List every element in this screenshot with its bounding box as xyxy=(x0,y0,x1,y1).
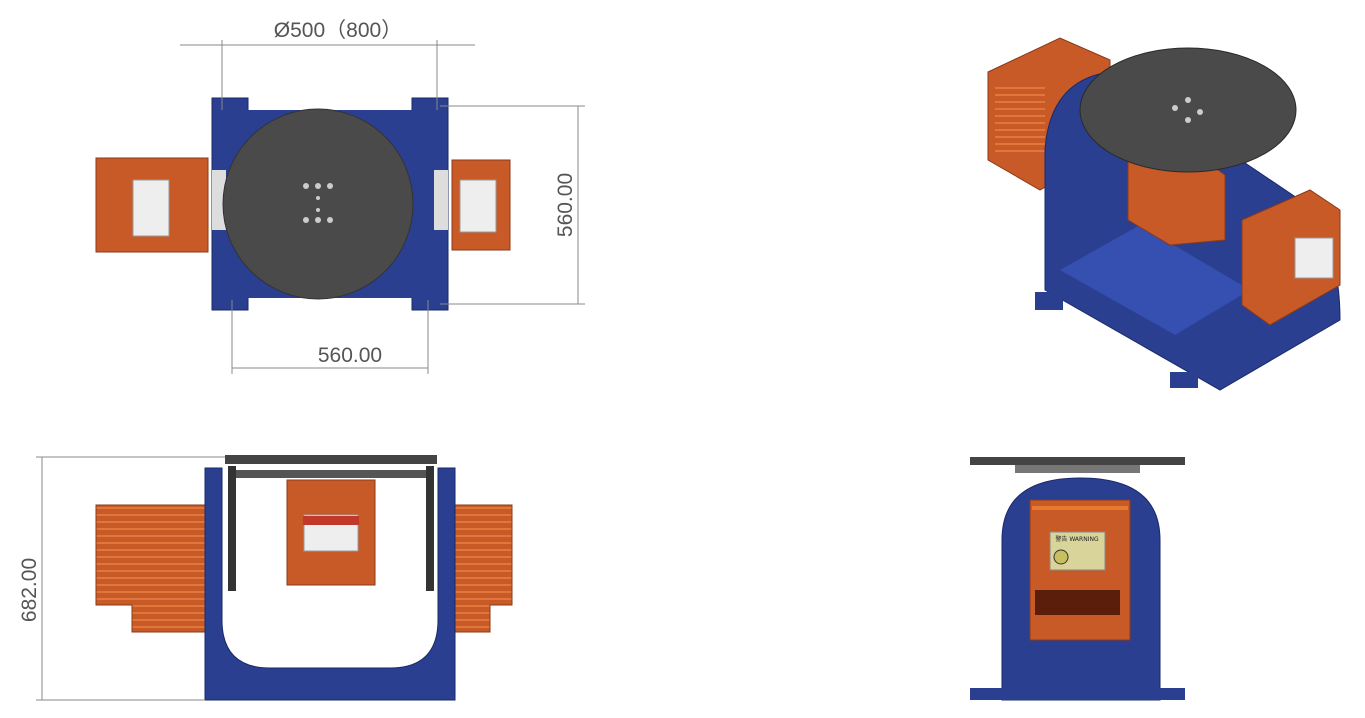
iso-turntable-plate xyxy=(1079,47,1297,173)
motor-stripe xyxy=(1032,506,1128,510)
iso-right-motor xyxy=(1241,189,1341,326)
iso-right-label xyxy=(1294,237,1334,279)
diameter-dimension: Ø500（800） xyxy=(274,19,402,42)
motor-vent xyxy=(1035,590,1120,615)
u-frame xyxy=(204,467,456,701)
iso-foot-front xyxy=(1170,372,1198,388)
turntable-plate xyxy=(222,108,414,300)
side-base xyxy=(970,688,1185,700)
side-view: 警告 WARNING xyxy=(970,457,1185,701)
front-view: 682.00 xyxy=(18,455,513,701)
iso-floor xyxy=(1060,225,1250,335)
dim-lines-top xyxy=(180,40,585,374)
turntable-plate-side xyxy=(970,457,1185,465)
bearing-left xyxy=(212,170,226,230)
iso-left-vents xyxy=(995,85,1045,155)
hub xyxy=(1015,465,1140,473)
iso-foot-left xyxy=(1035,292,1063,310)
isometric-view xyxy=(987,37,1341,391)
iso-plate-holes xyxy=(1172,97,1203,123)
top-view: Ø500（800） 560.00 560.00 xyxy=(95,19,585,374)
turntable-plate-front xyxy=(225,455,437,464)
width-dimension: 560.00 xyxy=(318,344,382,367)
ground-icon xyxy=(1053,549,1069,565)
height-dimension-top: 560.00 xyxy=(554,173,577,237)
crossbar xyxy=(236,470,426,478)
bearing-right xyxy=(434,170,448,230)
arm-right xyxy=(426,466,434,591)
plate-holes xyxy=(303,183,333,223)
left-motor-front xyxy=(95,504,206,633)
right-motor-front xyxy=(454,504,513,633)
warning-strip xyxy=(303,516,359,525)
dim-lines-front xyxy=(36,456,225,701)
height-dimension-front: 682.00 xyxy=(18,558,41,622)
right-motor-label xyxy=(459,179,497,233)
left-motor-label xyxy=(132,179,170,237)
warning-label-text: 警告 WARNING xyxy=(1055,535,1099,543)
arm-left xyxy=(228,466,236,591)
